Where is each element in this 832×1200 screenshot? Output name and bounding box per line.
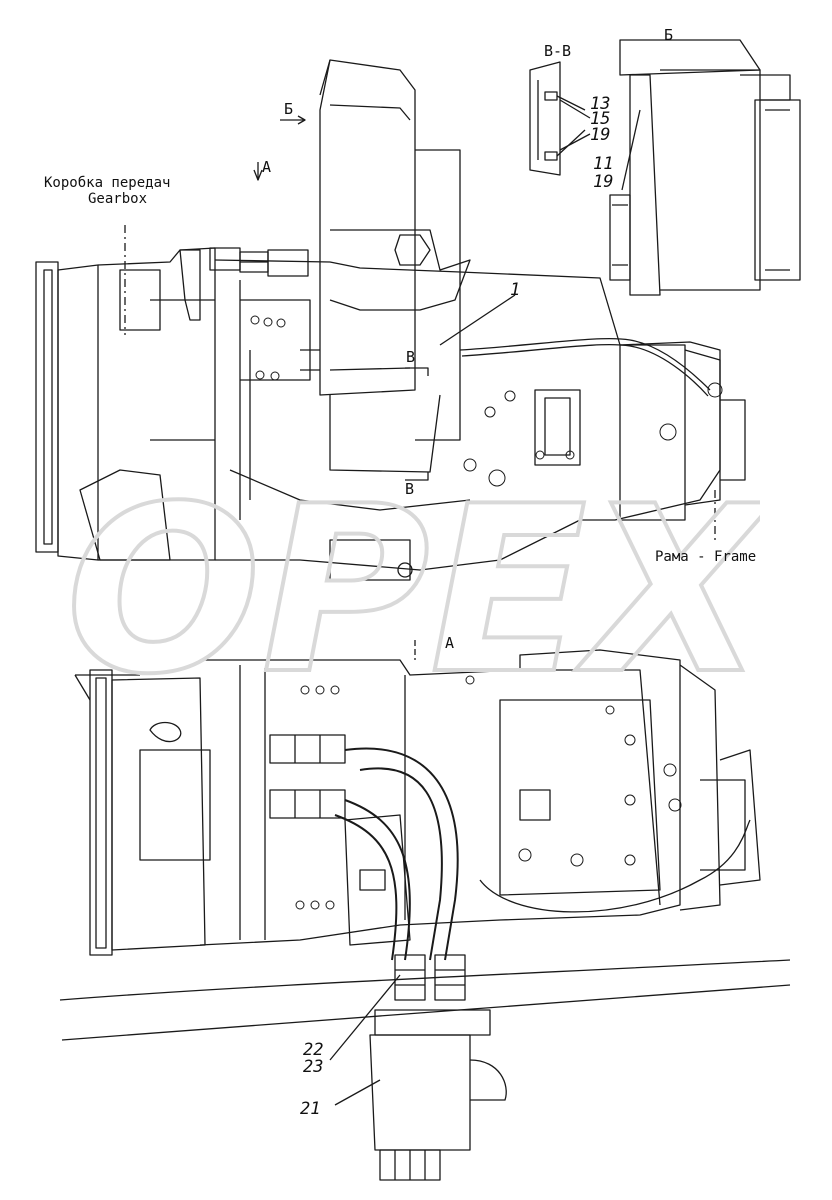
frame-label: Рама - Frame [655, 549, 757, 565]
top-gearbox-view [35, 59, 746, 581]
callout-11: 11 [593, 154, 614, 174]
view-a-top-label: А [262, 158, 272, 176]
gearbox-label-ru: Коробка передач [44, 175, 171, 191]
callout-15: 15 [590, 109, 611, 129]
callout-21: 21 [300, 1099, 321, 1119]
view-a-bottom-label: А [445, 634, 455, 652]
callout-1: 1 [510, 280, 521, 300]
section-v-top-label: В [406, 348, 416, 366]
bottom-plan-view [59, 640, 791, 1181]
gearbox-label-en: Gearbox [88, 191, 148, 207]
callout-13: 13 [590, 94, 611, 114]
section-vv-detail [529, 61, 591, 176]
callout-23: 23 [303, 1057, 324, 1077]
view-b-detail-label: Б [664, 26, 674, 44]
section-vv-label: В-В [544, 42, 572, 60]
view-b-detail [609, 39, 801, 296]
section-v-bottom-label: В [405, 480, 415, 498]
view-b-arrow-label: Б [284, 100, 294, 118]
callout-19-section: 19 [590, 125, 611, 145]
callout-22: 22 [303, 1040, 324, 1060]
callout-19-view-b: 19 [593, 172, 614, 192]
